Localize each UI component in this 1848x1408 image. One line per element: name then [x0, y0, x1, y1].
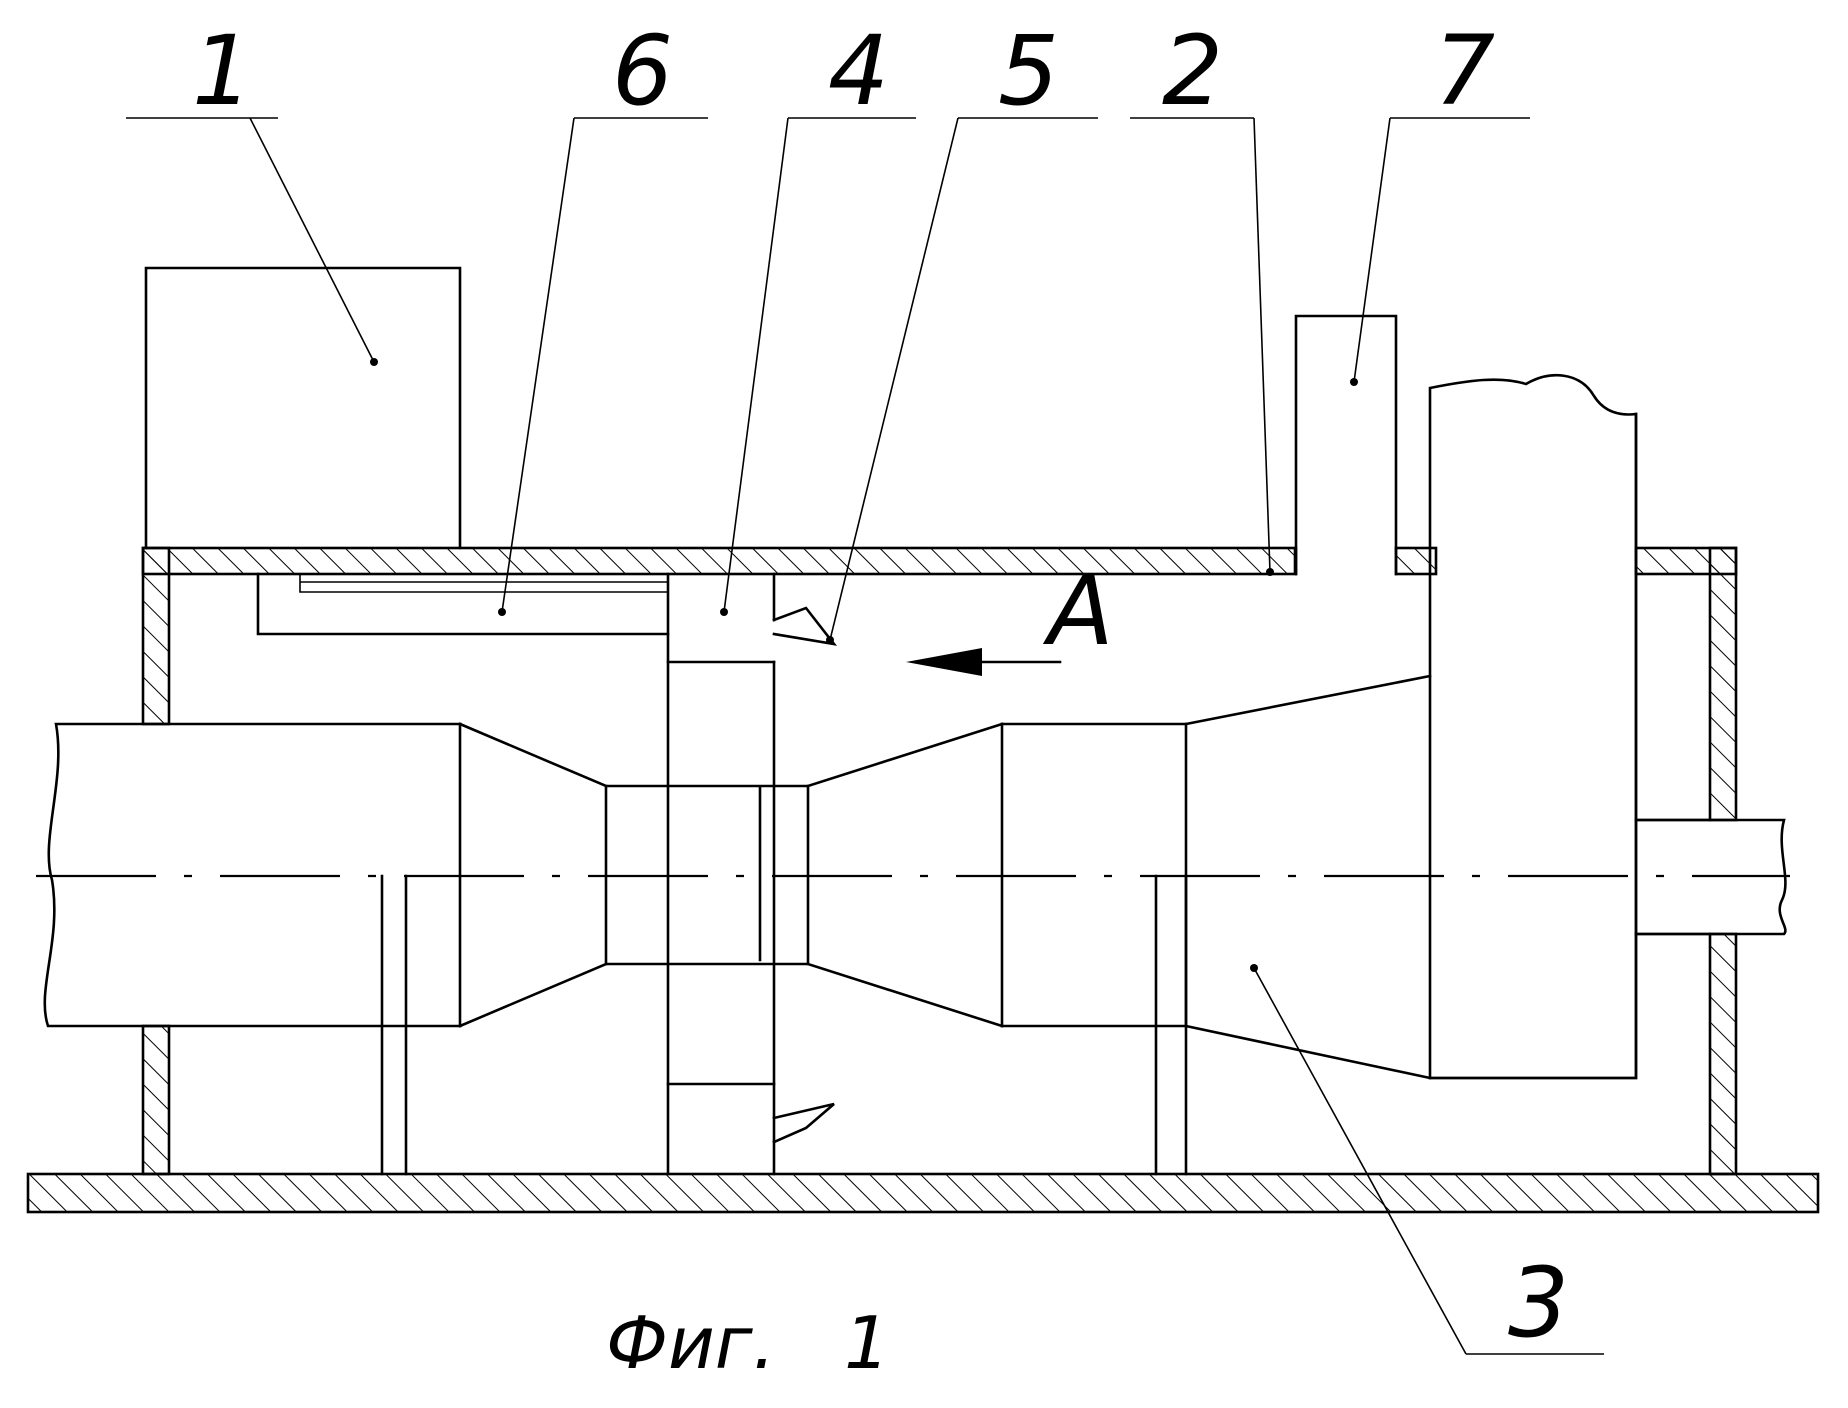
- callout-7: 7: [1434, 15, 1495, 127]
- component-7-pipe: [1296, 316, 1396, 574]
- callout-2: 2: [1162, 15, 1223, 127]
- callout-6: 6: [612, 15, 673, 127]
- housing-left-wall-upper: [143, 548, 169, 724]
- callout-3: 3: [1508, 1247, 1569, 1359]
- component-4-ring: [668, 574, 774, 1174]
- callout-5: 5: [998, 15, 1059, 127]
- callout-leaders: [126, 118, 1604, 1354]
- figure-caption: Фиг. 1: [606, 1301, 890, 1385]
- motor-housing: [1430, 375, 1710, 1078]
- callout-4: 4: [828, 15, 889, 127]
- base-plate: [28, 1174, 1818, 1212]
- component-1-block: [146, 268, 460, 548]
- flow-label: A: [1042, 555, 1114, 667]
- housing-left-wall-lower: [143, 1026, 169, 1174]
- component-6-channel: [258, 574, 668, 634]
- housing-top-wall-left: [143, 548, 1295, 574]
- housing: [28, 548, 1818, 1212]
- callout-1: 1: [192, 15, 253, 127]
- housing-right-wall-upper: [1710, 548, 1736, 820]
- housing-right-wall-lower: [1710, 934, 1736, 1174]
- flow-arrow: [906, 648, 1060, 676]
